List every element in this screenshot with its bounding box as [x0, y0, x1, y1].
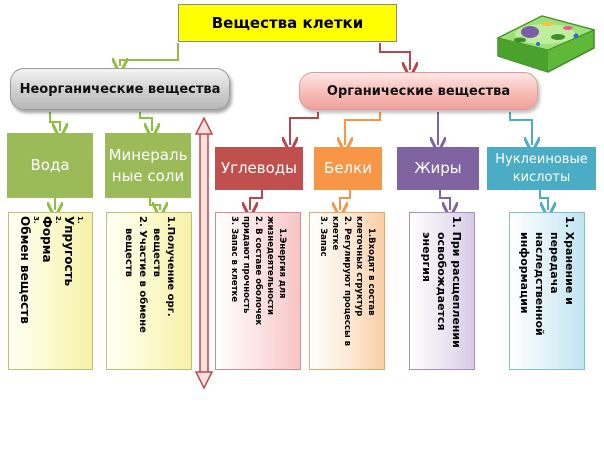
panel-carbs-line: 1.Энергия для — [277, 228, 287, 299]
panel-carbs: 1.Энергия для жизнедеятельности 2. В сос… — [215, 212, 301, 370]
panel-water: 1. Упругость 2. Форма 3. Обмен веществ — [8, 212, 93, 370]
panel-nucleic-line: 1. Хранение и — [563, 216, 576, 305]
panel-fats-line: 1. При расщеплении — [450, 216, 464, 348]
category-carbs: Углеводы — [215, 147, 303, 190]
connector-carbs-panel — [250, 190, 263, 210]
panel-carbs-line: 2. В составе оболочек — [253, 216, 263, 326]
plant-cell-icon — [496, 15, 596, 73]
panel-carbs-line: жизнедеятельности — [265, 216, 275, 316]
connector-title-inorganic — [120, 43, 179, 66]
group-inorganic: Неорганические вещества — [10, 68, 230, 110]
connector-organic-proteins — [345, 112, 381, 145]
panel-minerals-line: 1.Получение орг. — [165, 216, 176, 317]
category-proteins: Белки — [314, 147, 382, 190]
panel-carbs-line: придают прочность — [241, 216, 251, 314]
category-carbs-label: Углеводы — [220, 159, 298, 177]
category-minerals-line2: ные соли — [111, 166, 185, 185]
category-water: Вода — [7, 133, 93, 198]
panel-water-line: Форма — [39, 216, 54, 263]
category-nucleic-line1: Нуклеиновые — [495, 151, 588, 167]
panel-nucleic-line: информации — [518, 232, 531, 314]
category-minerals-line1: Минераль — [108, 145, 188, 164]
connector-proteins-panel — [340, 190, 351, 210]
panel-proteins: 1.Входят в состав клеточных структур 2. … — [309, 212, 385, 370]
category-minerals: Минераль ные соли — [105, 133, 191, 198]
panel-fats-line: энергия — [420, 232, 434, 282]
panel-minerals-line: веществ — [123, 228, 134, 277]
panel-water-line: Упругость — [61, 216, 76, 287]
panel-nucleic: 1. Хранение и передача наследственной ин… — [509, 212, 585, 370]
category-nucleic: Нуклеиновые кислоты — [487, 147, 596, 190]
panel-minerals-line: веществ — [151, 228, 162, 277]
panel-proteins-line: 1.Входят в состав — [366, 228, 376, 316]
panel-fats: 1. При расщеплении освобождается энергия — [409, 212, 475, 370]
category-nucleic-line2: кислоты — [512, 169, 571, 185]
connector-inorganic-water — [49, 112, 60, 131]
diagram-title: Вещества клетки — [178, 4, 397, 42]
panel-nucleic-line: передача — [548, 232, 561, 294]
connector-organic-carbs — [290, 112, 319, 145]
category-water-label: Вода — [30, 156, 70, 174]
panel-proteins-line: клетке — [330, 216, 340, 251]
panel-proteins-line: 3. Запас — [318, 216, 328, 257]
group-organic: Органические вещества — [299, 72, 538, 110]
category-fats: Жиры — [397, 147, 479, 190]
connector-organic-nucleic — [509, 112, 532, 145]
panel-fats-line: освобождается — [435, 232, 449, 331]
connector-minerals-panel — [149, 198, 160, 210]
connector-inorganic-minerals — [139, 112, 152, 131]
connector-fats-panel — [439, 190, 450, 210]
panel-minerals: 1.Получение орг. веществ 2. Участие в об… — [106, 212, 192, 370]
divider-double-arrow — [194, 116, 214, 390]
category-proteins-label: Белки — [324, 159, 372, 177]
panel-minerals-line: 2. Участие в обмене — [137, 216, 148, 333]
connector-nucleic-panel — [539, 190, 548, 210]
panel-water-line: Обмен веществ — [17, 216, 32, 324]
connector-title-organic — [379, 43, 410, 70]
panel-carbs-line: 3. Запас в клетке — [229, 216, 239, 303]
panel-nucleic-line: наследственной — [533, 232, 546, 336]
category-fats-label: Жиры — [414, 159, 462, 177]
panel-proteins-line: клеточных структур — [354, 216, 364, 317]
panel-proteins-line: 2. Регулируют процессы в — [342, 216, 352, 346]
